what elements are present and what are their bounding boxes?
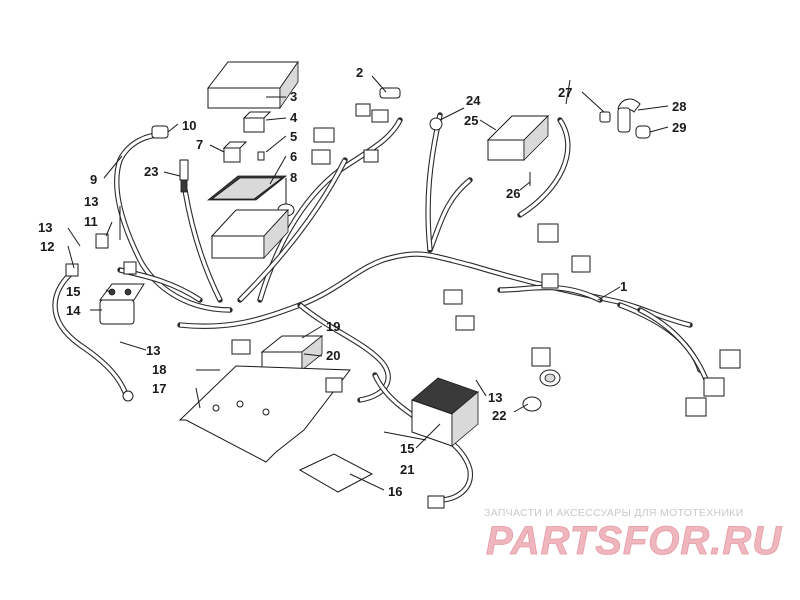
callout-15a: 15 — [66, 284, 80, 299]
callout-13c: 13 — [146, 343, 160, 358]
callout-26: 26 — [506, 186, 520, 201]
callout-15b: 15 — [400, 441, 414, 456]
callout-13a: 13 — [84, 194, 98, 209]
callout-19: 19 — [326, 319, 340, 334]
callout-29: 29 — [672, 120, 686, 135]
callout-13b: 13 — [38, 220, 52, 235]
callout-labels: 1 2 3 4 5 6 7 8 9 10 11 12 13 13 13 13 1… — [38, 65, 686, 499]
clamp-22 — [522, 396, 542, 412]
callout-25: 25 — [464, 113, 478, 128]
fuse-box-cover — [206, 60, 299, 110]
battery-terminal — [122, 390, 134, 402]
callout-22: 22 — [492, 408, 506, 423]
callout-23: 23 — [144, 164, 158, 179]
callout-14: 14 — [66, 303, 81, 318]
connector-mid-1 — [325, 377, 343, 393]
fuse-block — [206, 175, 288, 201]
callout-28: 28 — [672, 99, 686, 114]
callout-13d: 13 — [488, 390, 502, 405]
callout-18: 18 — [152, 362, 166, 377]
connector-right-3 — [541, 273, 559, 289]
relay-small — [222, 141, 248, 163]
callout-16: 16 — [388, 484, 402, 499]
callout-9: 9 — [90, 172, 97, 187]
ignition-coil — [486, 115, 550, 161]
watermark: ЗАПЧАСТИ И АКСЕССУАРЫ ДЛЯ МОТОТЕХНИКИ PA… — [484, 507, 782, 563]
connector-right-4 — [443, 289, 463, 305]
connector-pair-3 — [363, 149, 379, 163]
starter-solenoid — [99, 283, 145, 325]
voltage-regulator — [260, 335, 324, 371]
fuse — [257, 151, 265, 161]
connector-right-2 — [571, 255, 591, 273]
pad — [298, 453, 374, 493]
spark-plug-cap — [599, 98, 641, 133]
watermark-tagline: ЗАПЧАСТИ И АКСЕССУАРЫ ДЛЯ МОТОТЕХНИКИ — [484, 507, 744, 519]
callout-6: 6 — [290, 149, 297, 164]
connector-2 — [355, 87, 401, 123]
callout-27: 27 — [558, 85, 572, 100]
watermark-logo: PARTSFOR.RU — [486, 519, 782, 563]
callout-21: 21 — [400, 462, 414, 477]
connector-right-1 — [537, 223, 559, 243]
socket — [539, 369, 561, 387]
relay — [242, 111, 272, 133]
sensor — [179, 159, 189, 193]
connector-far-1 — [719, 349, 741, 369]
callout-11: 11 — [84, 214, 98, 229]
connector-11 — [95, 233, 109, 249]
connector-bottom — [427, 495, 445, 509]
connector-far-3 — [685, 397, 707, 417]
callout-4: 4 — [290, 110, 298, 125]
callout-10: 10 — [182, 118, 196, 133]
connector-pair — [313, 127, 335, 143]
connector-13 — [123, 261, 137, 275]
leader-lines — [67, 75, 669, 491]
callout-7: 7 — [196, 137, 203, 152]
callout-24: 24 — [466, 93, 481, 108]
connector-right-5 — [455, 315, 475, 331]
rectifier — [411, 377, 479, 447]
fuse-holder-base — [210, 208, 290, 260]
callout-8: 8 — [290, 170, 297, 185]
callout-20: 20 — [326, 348, 340, 363]
callout-3: 3 — [290, 89, 297, 104]
connector-mid-2 — [231, 339, 251, 355]
callout-1: 1 — [620, 279, 627, 294]
callout-2: 2 — [356, 65, 363, 80]
connector-10 — [151, 125, 169, 139]
callout-17: 17 — [152, 381, 166, 396]
mounting-plate — [178, 365, 351, 463]
connector-pair-2 — [311, 149, 331, 165]
connector-far-2 — [703, 377, 725, 397]
boot — [635, 125, 651, 139]
ring-terminal — [429, 117, 443, 131]
callout-12: 12 — [40, 239, 54, 254]
connector-12 — [65, 263, 79, 277]
callout-5: 5 — [290, 129, 297, 144]
connector-right-6 — [531, 347, 551, 367]
